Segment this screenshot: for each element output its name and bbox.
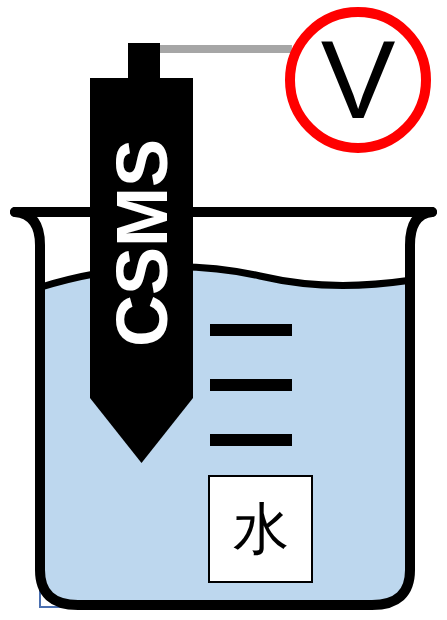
beaker-rim [15,207,432,217]
graduation-mark [210,434,292,446]
probe-body [90,78,193,463]
voltmeter: V [284,6,432,154]
probe-sensor: CSMS [90,43,193,463]
voltmeter-ring [290,12,426,148]
meter-symbol: V [321,24,396,136]
graduation-mark [210,379,292,391]
probe-label: CSMS [106,139,178,347]
beaker-outline [15,212,432,605]
graduation-mark [210,324,292,336]
water-label: 水 [233,501,289,557]
label-box: 水 [208,475,313,583]
lead-wire [160,45,292,53]
probe-cap [128,43,160,80]
